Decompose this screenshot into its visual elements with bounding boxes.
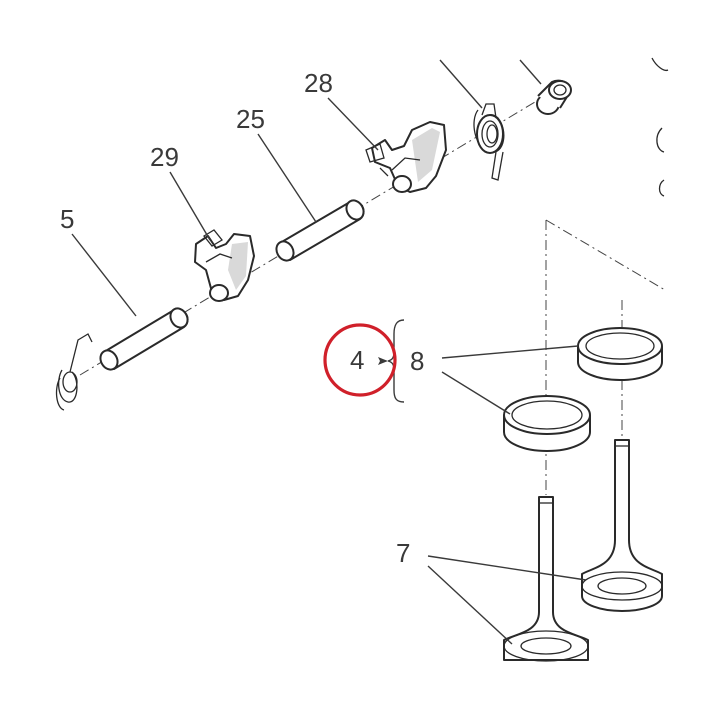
callout-8: 8 [410, 346, 424, 376]
valve-rear [581, 439, 663, 612]
bushing-part [536, 79, 572, 115]
callout-4: 4 [350, 345, 364, 375]
left-spring-part [55, 333, 93, 411]
leader-8-rear [441, 345, 579, 359]
callout-29: 29 [150, 142, 179, 172]
callout-7: 7 [396, 538, 410, 568]
callout-5: 5 [60, 204, 74, 234]
callout-25: 25 [236, 104, 265, 134]
leader-7-front [427, 565, 513, 645]
rocker-arm-part-28 [365, 121, 447, 193]
valve-axis-diagonal [545, 219, 666, 291]
leader-29 [169, 171, 211, 241]
valve-seat-ring-rear [577, 327, 663, 381]
callout-28: 28 [304, 68, 333, 98]
shaft-part-5 [99, 307, 189, 371]
valve-front [503, 496, 589, 662]
highlight-circle [323, 323, 397, 397]
leader-offscreen-1 [439, 59, 483, 109]
valve-seat-ring-front [503, 395, 591, 452]
leader-25 [257, 133, 317, 223]
arrow-to-4 [378, 357, 388, 365]
leader-8-front [441, 371, 511, 415]
leader-28 [327, 97, 379, 151]
shaft-part-25 [275, 199, 365, 262]
torsion-spring-part [473, 103, 505, 181]
leader-offscreen-2 [519, 59, 542, 85]
right-edge-partial-parts [651, 57, 669, 197]
rocker-arm-part-29 [194, 229, 255, 302]
leader-5 [71, 233, 137, 317]
leader-7-rear [427, 555, 587, 581]
